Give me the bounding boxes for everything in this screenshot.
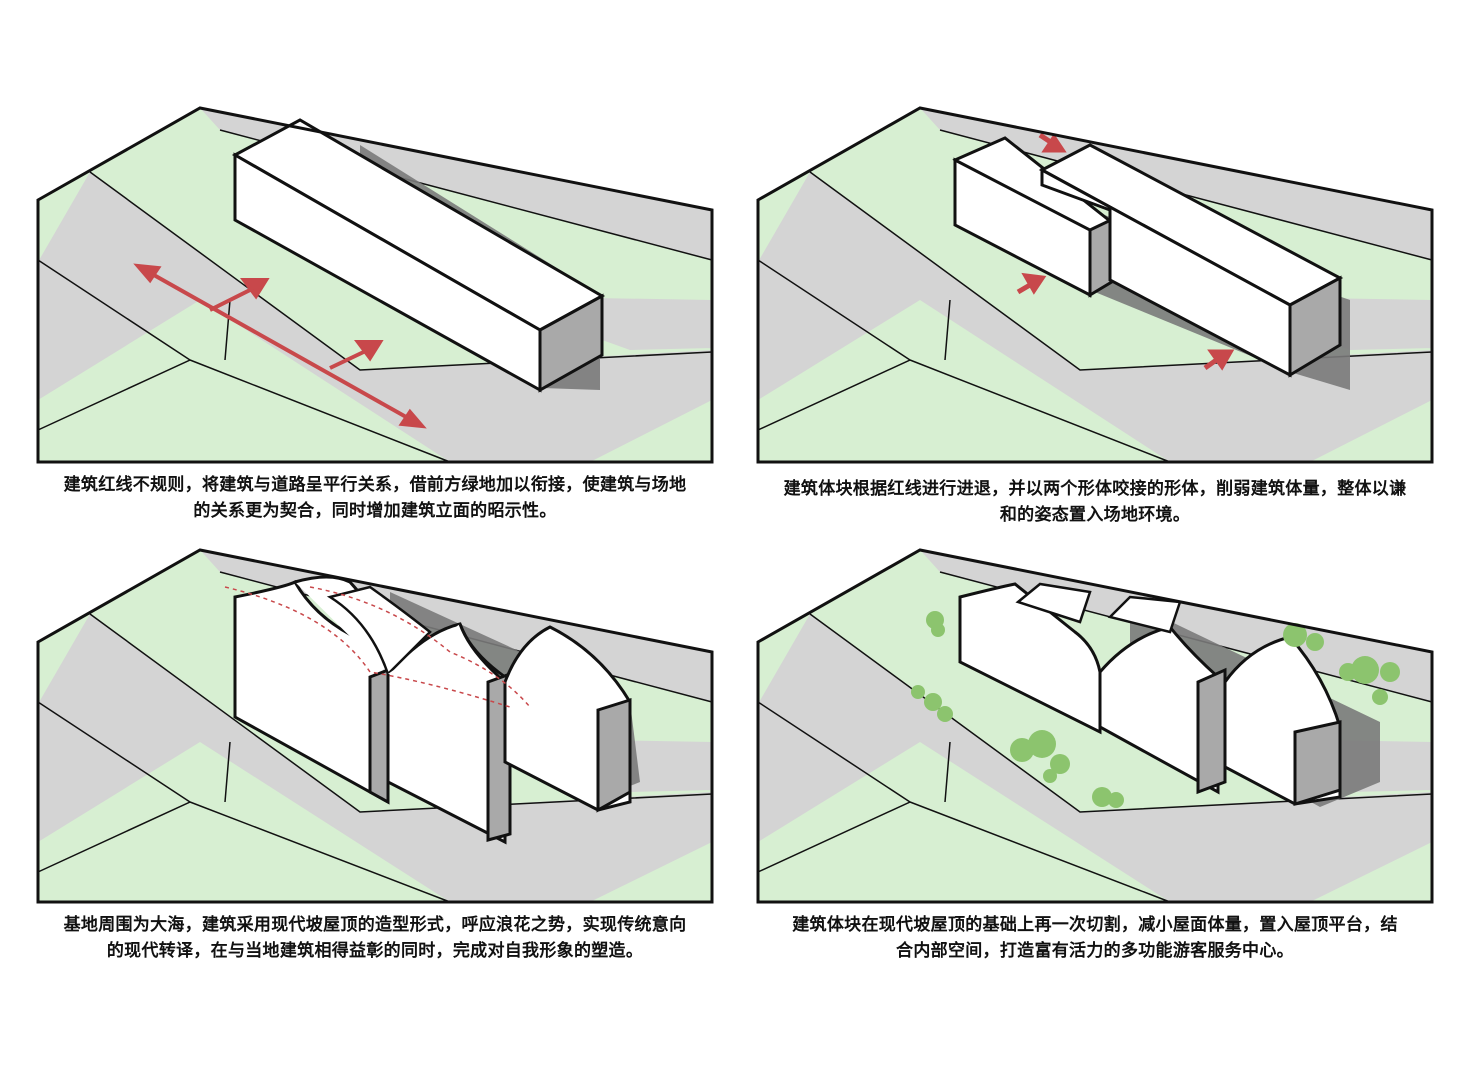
cut-block-3-side <box>1293 720 1342 807</box>
tree-group-1 <box>926 611 945 637</box>
tree-group-5 <box>1283 623 1400 705</box>
tree-group-2 <box>911 685 953 722</box>
wave-flow-lines <box>224 586 531 708</box>
wave-block-1-side <box>368 667 390 805</box>
caption-3-line-2: 的现代转译，在与当地建筑相得益彰的同时，完成对自我形象的塑造。 <box>106 941 644 961</box>
site-diagram-4 <box>756 548 1434 904</box>
caption-3: 基地周围为大海，建筑采用现代坡屋顶的造型形式，呼应浪花之势，实现传统意向 的现代… <box>20 912 730 964</box>
caption-1-line-2: 的关系更为契合，同时增加建筑立面的昭示性。 <box>193 501 557 521</box>
cut-block-2-side <box>1196 667 1227 795</box>
red-arrows <box>1016 132 1235 371</box>
diagram-panel-3 <box>30 542 720 904</box>
caption-3-line-1: 基地周围为大海，建筑采用现代坡屋顶的造型形式，呼应浪花之势，实现传统意向 <box>63 915 687 935</box>
wave-roof-2 <box>326 585 432 677</box>
caption-1-line-1: 建筑红线不规则，将建筑与道路呈平行关系，借前方绿地加以衔接，使建筑与场地 <box>63 475 687 495</box>
road-main <box>758 172 1432 462</box>
arrow-head-3 <box>1207 349 1235 371</box>
block-b-side-face <box>1288 275 1342 378</box>
trees <box>911 611 1400 808</box>
wave-block-3-side <box>596 697 632 813</box>
site-boundary <box>36 548 714 904</box>
building-side-face <box>538 293 604 393</box>
tree-group-4 <box>1092 787 1124 808</box>
site-boundary <box>756 106 1434 464</box>
diagram-panel-1 <box>30 100 720 465</box>
site-diagram-1 <box>36 106 714 464</box>
arrow-head-left <box>133 263 162 284</box>
caption-2-line-2: 和的姿态置入场地环境。 <box>999 505 1191 525</box>
caption-4-line-1: 建筑体块在现代坡屋顶的基础上再一次切割，减小屋面体量，置入屋顶平台，结 <box>792 915 1398 935</box>
red-arrows <box>133 263 427 429</box>
caption-4-line-2: 合内部空间，打造富有活力的多功能游客服务中心。 <box>896 941 1294 961</box>
arrow-head-up-1 <box>240 278 270 300</box>
arrow-head-up-2 <box>354 340 384 362</box>
site-diagram-3 <box>36 548 714 904</box>
diagram-panel-2 <box>750 100 1440 465</box>
caption-1: 建筑红线不规则，将建筑与道路呈平行关系，借前方绿地加以衔接，使建筑与场地 的关系… <box>20 472 730 524</box>
roof-terrace-1 <box>1015 582 1092 624</box>
site-diagram-2 <box>756 106 1434 464</box>
arrow-head-1 <box>1041 133 1067 153</box>
caption-4: 建筑体块在现代坡屋顶的基础上再一次切割，减小屋面体量，置入屋顶平台，结 合内部空… <box>740 912 1450 964</box>
caption-2-line-1: 建筑体块根据红线进行进退，并以两个形体咬接的形体，削弱建筑体量，整体以谦 <box>783 479 1407 499</box>
diagram-panel-4 <box>750 542 1440 904</box>
road-main <box>758 614 1432 902</box>
caption-2: 建筑体块根据红线进行进退，并以两个形体咬接的形体，削弱建筑体量，整体以谦 和的姿… <box>740 476 1450 528</box>
arrow-head-2 <box>1021 272 1047 295</box>
road-main <box>38 614 712 902</box>
site-boundary <box>756 548 1434 904</box>
cut-block-1 <box>958 582 1102 735</box>
arrow-head-right <box>398 408 427 429</box>
tree-group-3 <box>1010 730 1070 783</box>
site-boundary <box>36 106 714 464</box>
